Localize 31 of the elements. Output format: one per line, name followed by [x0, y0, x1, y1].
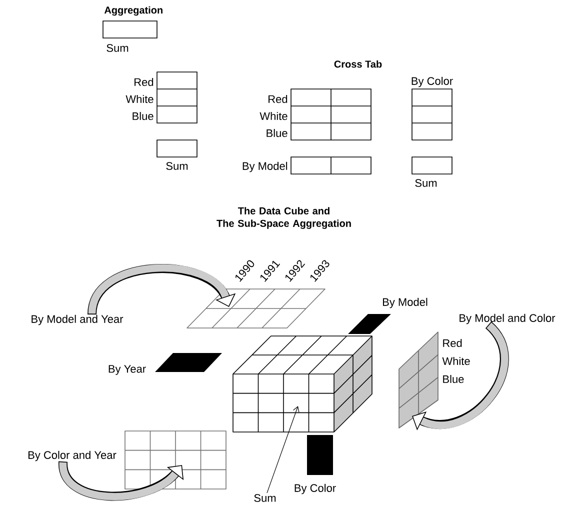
- total-label: Sum: [106, 44, 128, 52]
- grid-plane: [398, 332, 438, 428]
- slice-label: By Model and Year: [32, 314, 124, 326]
- section-heading: The Data Cube and The Sub-Space Aggregation: [216, 207, 351, 229]
- slice-label: By Color: [294, 484, 336, 494]
- row-label: White: [126, 94, 154, 104]
- grid-plane: [186, 288, 326, 328]
- row-label: White: [442, 356, 470, 366]
- section-heading: Cross Tab: [334, 60, 382, 68]
- curved-arrow: [88, 264, 236, 316]
- slice-label: By Model and Color: [460, 314, 556, 324]
- total-label: Sum: [415, 179, 437, 187]
- row-label: By Model: [242, 162, 288, 172]
- slice-label: By Color and Year: [28, 450, 116, 462]
- row-label: Red: [134, 78, 154, 86]
- row-label: Blue: [132, 112, 154, 120]
- data-cube: [232, 336, 372, 432]
- grid-plane: [124, 430, 226, 490]
- row-label: Blue: [266, 128, 288, 138]
- section-heading: Aggregation: [104, 6, 162, 16]
- row-label: White: [260, 112, 288, 120]
- slice-label: By Year: [108, 365, 146, 375]
- total-label: Sum: [166, 162, 188, 170]
- row-label: Red: [443, 338, 462, 348]
- row-label: Red: [268, 94, 288, 104]
- slice-label: By Model: [383, 298, 428, 308]
- arrow: [266, 406, 300, 494]
- curved-arrow: [412, 322, 509, 430]
- callout-label: Sum: [254, 494, 276, 502]
- row-label: Blue: [443, 374, 464, 384]
- column-label: By Color: [412, 76, 453, 88]
